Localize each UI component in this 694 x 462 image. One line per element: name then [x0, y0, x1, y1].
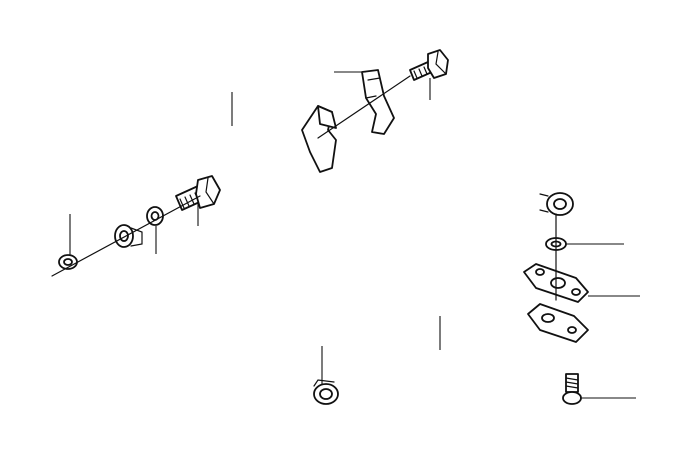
oil-return-pipe[interactable]	[345, 303, 589, 393]
pipe-end-fitting[interactable]	[539, 192, 574, 216]
pipe-clip[interactable]	[301, 69, 395, 173]
feed-bolt-axis	[51, 195, 201, 277]
hose-clamp[interactable]	[313, 379, 339, 405]
hex-bolt[interactable]	[409, 49, 449, 81]
callout-lines	[69, 71, 640, 399]
oil-feed-pipe[interactable]	[92, 114, 552, 322]
clip-bolt-axis	[317, 75, 411, 139]
banjo-bolt[interactable]	[175, 175, 221, 211]
pipe-end-fitting	[114, 224, 143, 248]
flange-screw[interactable]	[562, 373, 582, 405]
sealing-washer[interactable]	[146, 206, 164, 226]
